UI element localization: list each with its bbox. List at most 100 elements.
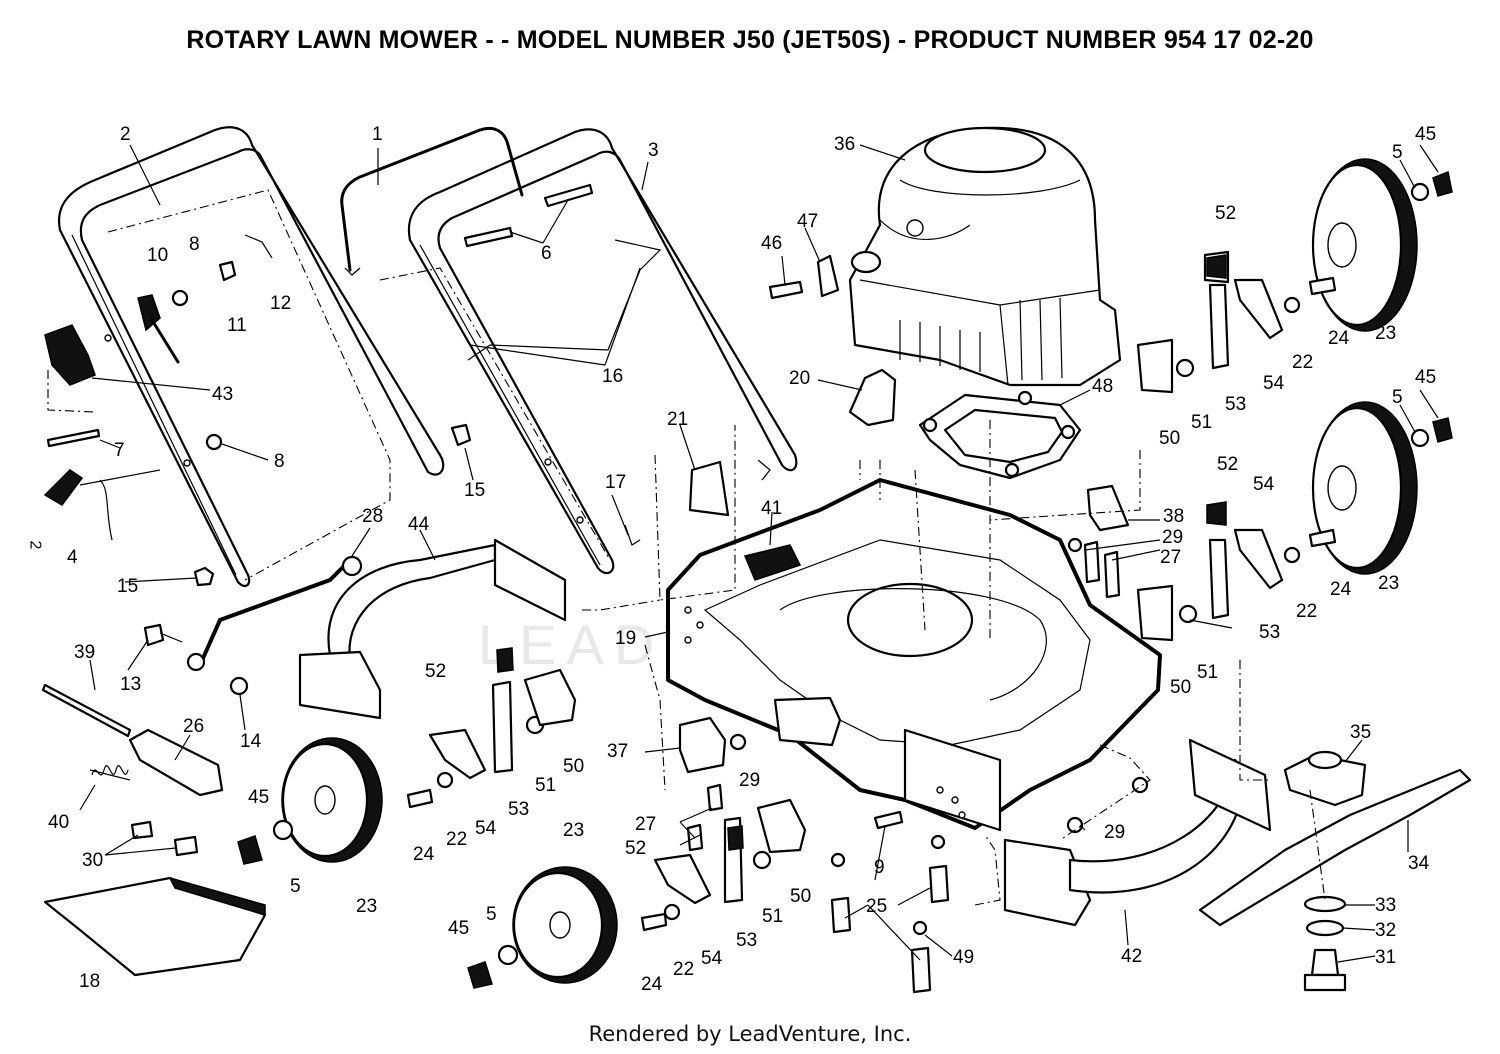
part-label-45-a: 45: [1415, 124, 1436, 145]
control-bail: [340, 126, 524, 276]
part-label-51-b: 51: [1197, 662, 1218, 683]
part-label-29-b: 29: [739, 770, 760, 791]
part-label-44: 44: [408, 514, 430, 535]
wheel-rear-right-upper: [1136, 158, 1453, 394]
footer-credit: Rendered by LeadVenture, Inc.: [588, 1022, 912, 1046]
part-label-16: 16: [602, 366, 623, 387]
part-label-9: 9: [874, 857, 885, 878]
part-label-42: 42: [1121, 946, 1142, 967]
part-label-24-d: 24: [641, 974, 663, 995]
part-label-23-a: 23: [1375, 323, 1396, 344]
part-label-4: 4: [67, 547, 78, 568]
part-label-39: 39: [74, 642, 95, 663]
part-label-8-a: 8: [189, 234, 200, 255]
part-label-52-b: 52: [1217, 454, 1238, 475]
part-label-41: 41: [761, 498, 782, 519]
part-label-34: 34: [1408, 853, 1430, 874]
part-label-5-a: 5: [1392, 142, 1403, 163]
lower-handle-left: [57, 126, 445, 588]
engine-gasket: [918, 390, 1082, 480]
rear-deflector: [298, 538, 567, 720]
part-label-27-a: 27: [1160, 547, 1181, 568]
part-label-54-c: 54: [475, 818, 497, 839]
part-label-14: 14: [240, 731, 262, 752]
part-label-53-d: 53: [736, 930, 757, 951]
assembly-lines: [47, 189, 1326, 906]
height-adjust-rod: [143, 555, 363, 696]
part-label-23-d: 23: [563, 820, 584, 841]
part-label-32: 32: [1375, 920, 1396, 941]
upper-handle-right: [407, 128, 798, 575]
part-label-26: 26: [183, 716, 204, 737]
blade-bolt-stack: [1303, 895, 1347, 992]
deck-fasteners: [686, 537, 1149, 994]
part-label-50-d: 50: [790, 886, 811, 907]
part-label-53-a: 53: [1225, 394, 1246, 415]
part-label-45-d: 45: [448, 918, 469, 939]
part-label-18: 18: [79, 971, 100, 992]
part-label-5-d: 5: [486, 904, 497, 925]
part-label-53-c: 53: [508, 799, 529, 820]
part-label-46: 46: [761, 233, 782, 254]
part-label-45-c: 45: [248, 787, 269, 808]
part-label-22-b: 22: [1296, 601, 1317, 622]
part-label-50-b: 50: [1170, 677, 1191, 698]
discharge-chute: [43, 876, 267, 977]
part-label-40: 40: [48, 812, 69, 833]
part-label-7: 7: [114, 440, 125, 461]
part-label-51-c: 51: [535, 775, 556, 796]
part-label-30: 30: [82, 850, 103, 871]
fuel-bracket: [768, 254, 840, 300]
part-label-11: 11: [227, 315, 247, 336]
part-label-21: 21: [667, 409, 688, 430]
engine: [848, 126, 1122, 387]
mower-blade: [1198, 768, 1472, 927]
part-label-28: 28: [362, 506, 383, 527]
part-label-15-b: 15: [464, 480, 485, 501]
part-label-24-c: 24: [413, 844, 435, 865]
part-label-27-b: 27: [635, 814, 656, 835]
side-deflector: [1003, 738, 1272, 927]
part-label-15-a: 15: [117, 576, 138, 597]
part-label-20: 20: [789, 368, 810, 389]
part-label-38: 38: [1163, 506, 1184, 527]
part-label-50-c: 50: [563, 756, 584, 777]
deck-brackets: [678, 368, 1130, 774]
part-label-24-b: 24: [1330, 579, 1352, 600]
wheel-rear-right-lower: [1136, 401, 1453, 642]
part-label-3: 3: [648, 140, 659, 161]
part-label-22-d: 22: [673, 959, 694, 980]
part-label-23-b: 23: [1378, 573, 1399, 594]
part-label-52-c: 52: [425, 661, 446, 682]
part-label-37: 37: [607, 741, 628, 762]
part-label-33: 33: [1375, 895, 1396, 916]
part-label-22-a: 22: [1292, 352, 1313, 373]
part-label-22-c: 22: [446, 829, 467, 850]
part-label-29-c: 29: [1104, 822, 1125, 843]
part-labels: 1 2 3 4 5 5 5 5 6 7 8 8 9 10 11 12 13 14…: [48, 124, 1436, 995]
part-label-19: 19: [615, 628, 636, 649]
part-label-25: 25: [866, 896, 887, 917]
part-label-54-a: 54: [1263, 373, 1285, 394]
blade-adapter: [1283, 750, 1367, 807]
part-label-50-a: 50: [1159, 428, 1180, 449]
part-label-17: 17: [605, 472, 626, 493]
part-label-54-b: 54: [1253, 474, 1275, 495]
part-label-45-b: 45: [1415, 367, 1436, 388]
part-label-54-d: 54: [701, 948, 723, 969]
pivot-rod-assembly: [41, 683, 224, 857]
leader-lines: [79, 144, 1439, 963]
part-label-10: 10: [147, 245, 168, 266]
handle-hardware: [43, 183, 771, 587]
part-label-43: 43: [212, 384, 233, 405]
part-label-2: 2: [120, 124, 131, 145]
part-label-47: 47: [797, 211, 818, 232]
part-label-8-b: 8: [274, 451, 285, 472]
part-label-31: 31: [1375, 947, 1396, 968]
part-label-5-b: 5: [1392, 387, 1403, 408]
part-label-49: 49: [953, 947, 974, 968]
wheel-front-right: [467, 798, 807, 989]
part-label-5-c: 5: [290, 876, 301, 897]
mower-deck: [666, 478, 1162, 832]
